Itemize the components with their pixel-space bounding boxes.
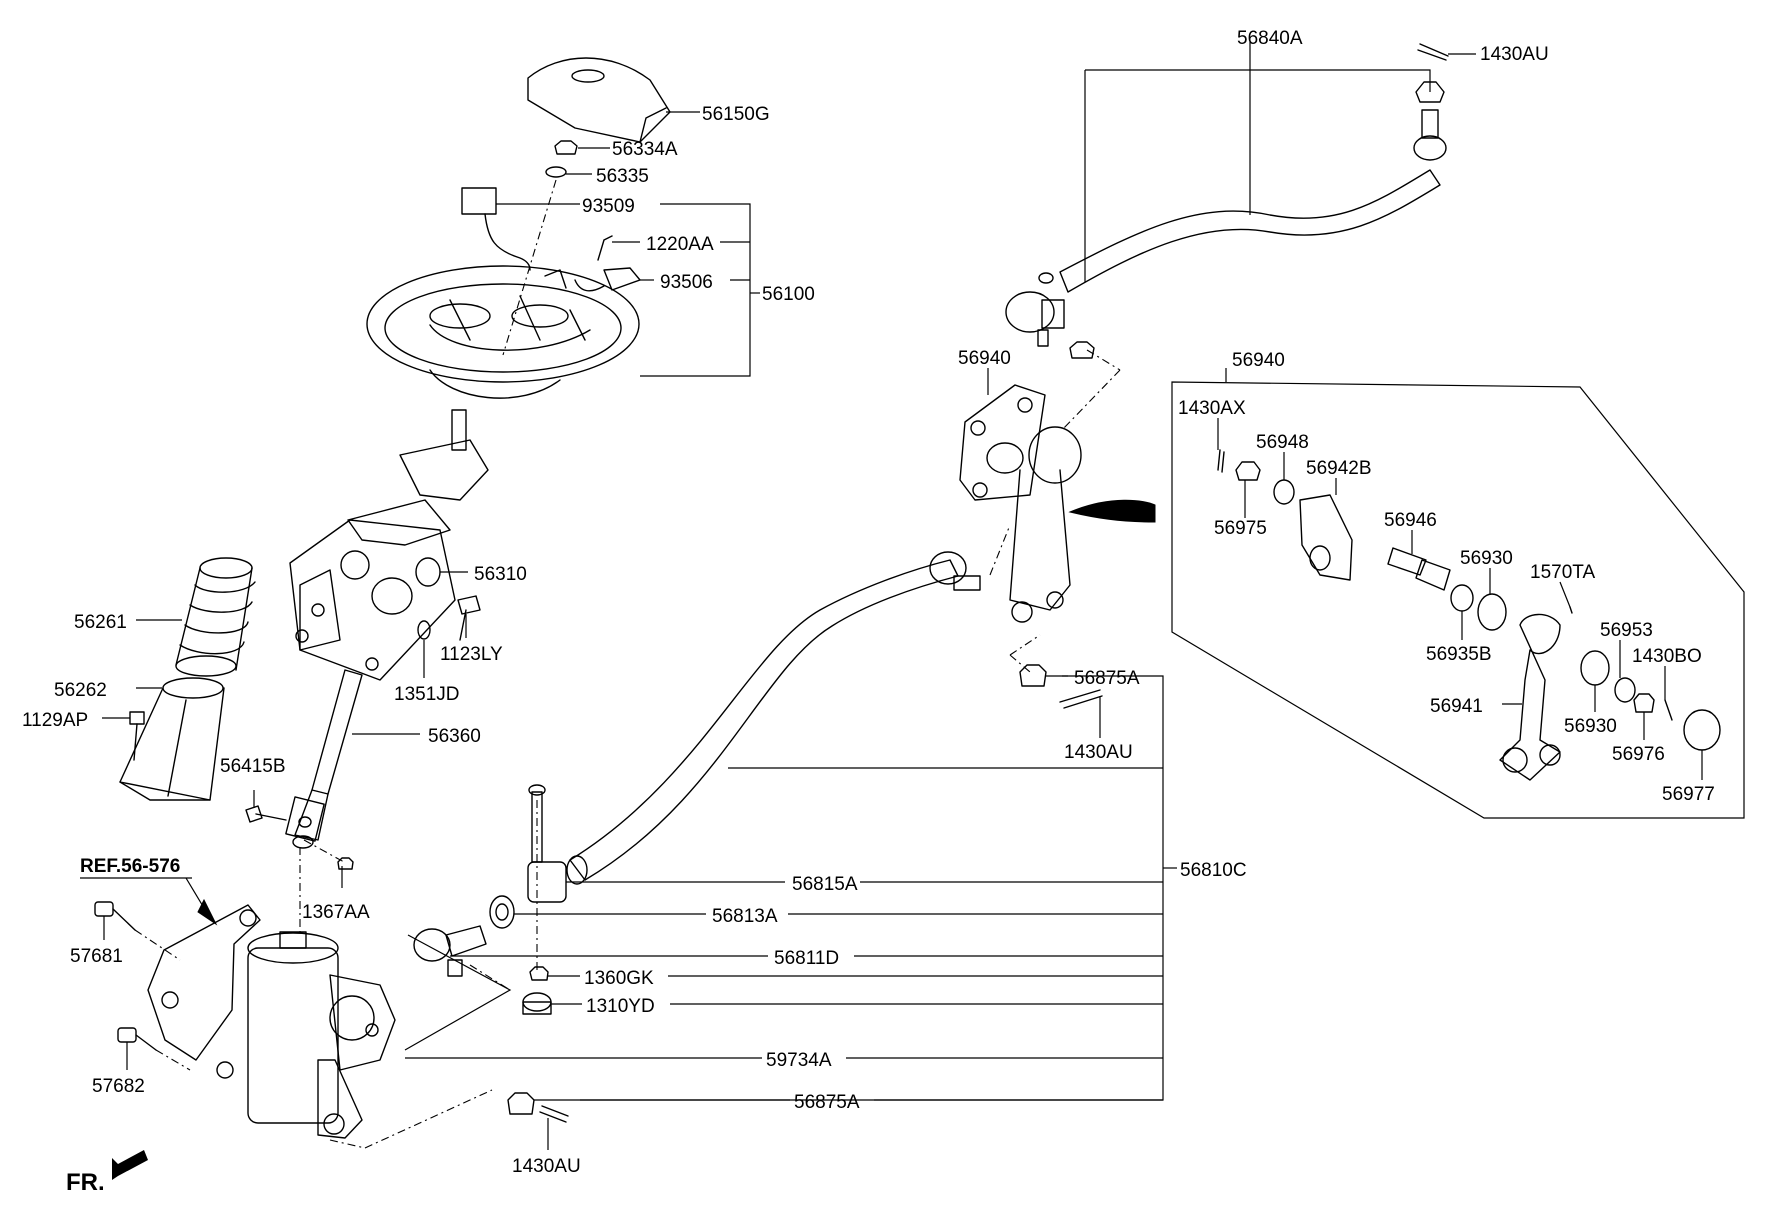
nut-56875A-bottom (507, 1092, 535, 1115)
detail-pointer (1068, 499, 1156, 523)
drag-link-56810C (566, 551, 981, 885)
label-56975: 56975 (1214, 518, 1267, 539)
label-1367AA: 1367AA (302, 902, 370, 923)
shaft-56360 (285, 669, 363, 849)
label-56875A-top: 56875A (1074, 668, 1140, 689)
label-1123LY: 1123LY (440, 644, 503, 665)
label-56942B: 56942B (1306, 458, 1372, 479)
label-56840A: 56840A (1237, 28, 1303, 49)
bolt-1129AP (129, 711, 145, 761)
nut-1367AA (337, 857, 354, 870)
horn-pad-56150G (527, 57, 671, 143)
nut-1310YD (522, 992, 552, 1015)
part-labels: 56840A 1430AU 56150G 56334A 56335 93509 … (22, 28, 1715, 1196)
label-1310YD: 1310YD (586, 996, 655, 1017)
label-56930-top: 56930 (1460, 548, 1513, 569)
label-front: FR. (66, 1169, 105, 1196)
pin-1430AU-mid (1059, 689, 1103, 709)
label-1430AU-top: 1430AU (1480, 44, 1549, 65)
washer-56335 (545, 166, 567, 178)
label-57682: 57682 (92, 1076, 145, 1097)
label-56940-left: 56940 (958, 348, 1011, 369)
leader-lines (80, 42, 1703, 1150)
nut-1360GK (529, 966, 549, 981)
label-56415B: 56415B (220, 756, 286, 777)
label-56310: 56310 (474, 564, 527, 585)
label-1430AU-mid: 1430AU (1064, 742, 1133, 763)
boot-56261 (175, 557, 256, 677)
label-1360GK: 1360GK (584, 968, 654, 989)
label-56948: 56948 (1256, 432, 1309, 453)
label-56360: 56360 (428, 726, 481, 747)
label-56811D: 56811D (774, 948, 839, 969)
label-1220AA: 1220AA (646, 234, 714, 255)
pin-1430AU-bottom (539, 1105, 569, 1123)
gear-box (147, 904, 396, 1139)
clamp-56815A (527, 784, 567, 903)
label-93506: 93506 (660, 272, 713, 293)
nut-56334A (554, 140, 578, 155)
washer-1351JD (417, 620, 431, 640)
label-93509: 93509 (582, 196, 635, 217)
label-56334A: 56334A (612, 139, 678, 160)
bolt-56415B (245, 805, 287, 823)
connector-93509 (461, 187, 531, 271)
label-56953: 56953 (1600, 620, 1653, 641)
label-56940-box: 56940 (1232, 350, 1285, 371)
label-56262: 56262 (54, 680, 107, 701)
cover-56262 (119, 677, 225, 801)
detail-box-56940 (1171, 381, 1745, 819)
nut-56875A-top (1019, 664, 1047, 687)
label-56100: 56100 (762, 284, 815, 305)
ref-arrowhead (197, 898, 218, 926)
label-1351JD: 1351JD (394, 684, 460, 705)
bolt-57681 (94, 901, 136, 931)
label-56976: 56976 (1612, 744, 1665, 765)
label-1430BO: 1430BO (1632, 646, 1702, 667)
label-56935B: 56935B (1426, 644, 1492, 665)
label-56977: 56977 (1662, 784, 1715, 805)
label-ref-56-576: REF.56-576 (80, 856, 180, 877)
label-1430AX: 1430AX (1178, 398, 1246, 419)
bolt-1123LY (457, 595, 481, 641)
bolt-57682 (117, 1027, 157, 1051)
label-56150G: 56150G (702, 104, 770, 125)
steering-wheel-56100 (366, 265, 640, 399)
label-56335: 56335 (596, 166, 649, 187)
label-56941: 56941 (1430, 696, 1483, 717)
label-59734A: 59734A (766, 1050, 832, 1071)
front-arrow-icon (112, 1150, 148, 1180)
label-56946: 56946 (1384, 510, 1437, 531)
tie-rod-56840A (1005, 43, 1449, 359)
label-1430AU-bottom: 1430AU (512, 1156, 581, 1177)
label-1129AP: 1129AP (22, 710, 88, 731)
idler-arm-56940 (959, 384, 1082, 623)
label-56261: 56261 (74, 612, 127, 633)
label-1570TA: 1570TA (1530, 562, 1595, 583)
detail-parts (1217, 449, 1721, 781)
label-56930-bottom: 56930 (1564, 716, 1617, 737)
spacer-56813A (489, 895, 515, 929)
label-56875A-bottom: 56875A (794, 1092, 860, 1113)
label-56810C: 56810C (1180, 860, 1247, 881)
label-56815A: 56815A (792, 874, 858, 895)
screw-1220AA (597, 235, 613, 261)
column-56310 (289, 409, 489, 681)
label-56813A: 56813A (712, 906, 778, 927)
label-57681: 57681 (70, 946, 123, 967)
